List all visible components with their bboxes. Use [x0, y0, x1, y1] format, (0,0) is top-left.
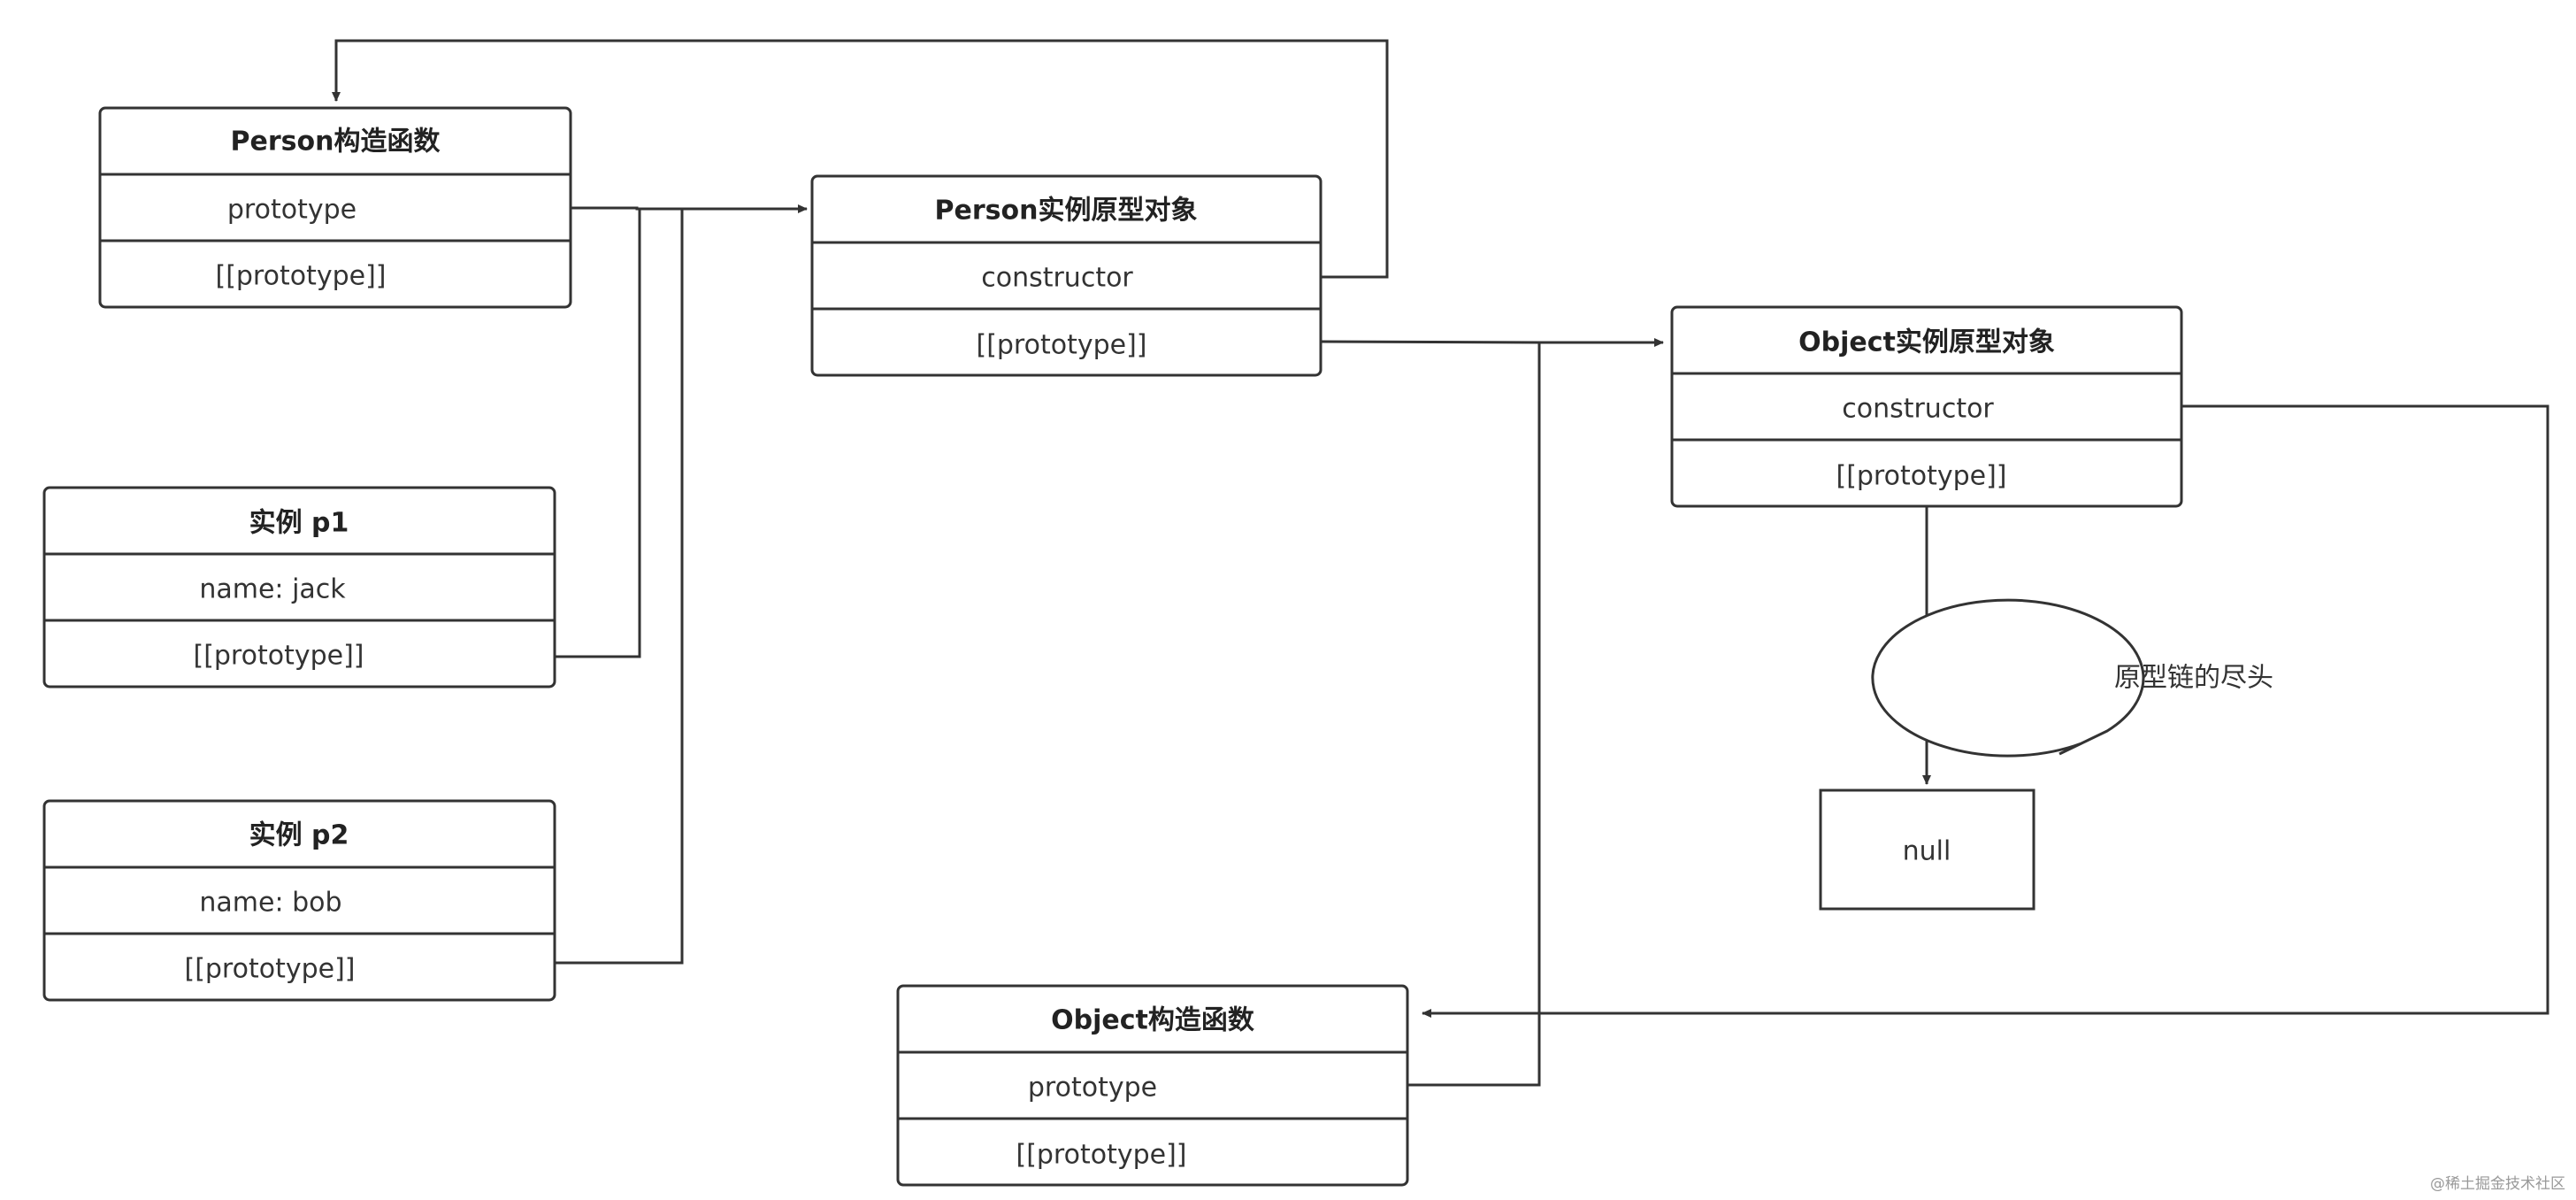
person-prototype-title: Person实例原型对象	[935, 196, 1198, 227]
end-of-chain-bubble: 原型链的尽头	[1871, 598, 2273, 758]
instance-p1-box[interactable]: 实例 p1 name: jack [[prototype]]	[42, 486, 556, 688]
person-prototype-proto-row: [[prototype]]	[976, 330, 1146, 361]
instance-p1-name-row: name: jack	[199, 574, 346, 605]
arrow-person-proto-constructor	[332, 39, 1389, 279]
instance-p2-title: 实例 p2	[249, 820, 349, 851]
person-constructor-box[interactable]: Person构造函数 prototype [[prototype]]	[98, 106, 572, 309]
object-prototype-title: Object实例原型对象	[1798, 327, 2055, 358]
null-label: null	[1903, 836, 1951, 867]
object-constructor-prototype-row: prototype	[1028, 1073, 1157, 1104]
connectors	[332, 39, 2549, 1087]
instance-p1-title: 实例 p1	[249, 508, 349, 539]
watermark: @稀土掘金技术社区	[2430, 1175, 2565, 1193]
connector-p2-prototype	[555, 207, 807, 965]
instance-p2-proto-row: [[prototype]]	[184, 954, 355, 985]
person-prototype-box[interactable]: Person实例原型对象 constructor [[prototype]]	[810, 174, 1322, 377]
person-prototype-constructor-row: constructor	[981, 263, 1133, 294]
object-prototype-box[interactable]: Object实例原型对象 constructor [[prototype]]	[1670, 305, 2183, 508]
instance-p2-name-row: name: bob	[199, 888, 341, 919]
instance-p1-proto-row: [[prototype]]	[193, 641, 364, 672]
person-constructor-title: Person构造函数	[231, 127, 441, 158]
person-constructor-proto-row: [[prototype]]	[215, 261, 386, 292]
object-prototype-constructor-row: constructor	[1842, 394, 1994, 425]
connector-object-ctor-prototype	[1407, 342, 1541, 1087]
arrow-object-proto-constructor	[1422, 404, 2549, 1018]
object-prototype-proto-row: [[prototype]]	[1836, 461, 2006, 492]
object-constructor-title: Object构造函数	[1051, 1005, 1255, 1036]
person-constructor-prototype-row: prototype	[227, 195, 356, 226]
object-constructor-proto-row: [[prototype]]	[1016, 1140, 1186, 1171]
end-of-chain-bubble-text: 原型链的尽头	[2114, 663, 2273, 694]
object-constructor-box[interactable]: Object构造函数 prototype [[prototype]]	[896, 984, 1409, 1187]
instance-p2-box[interactable]: 实例 p2 name: bob [[prototype]]	[42, 799, 556, 1002]
null-box[interactable]: null	[1819, 788, 2036, 911]
